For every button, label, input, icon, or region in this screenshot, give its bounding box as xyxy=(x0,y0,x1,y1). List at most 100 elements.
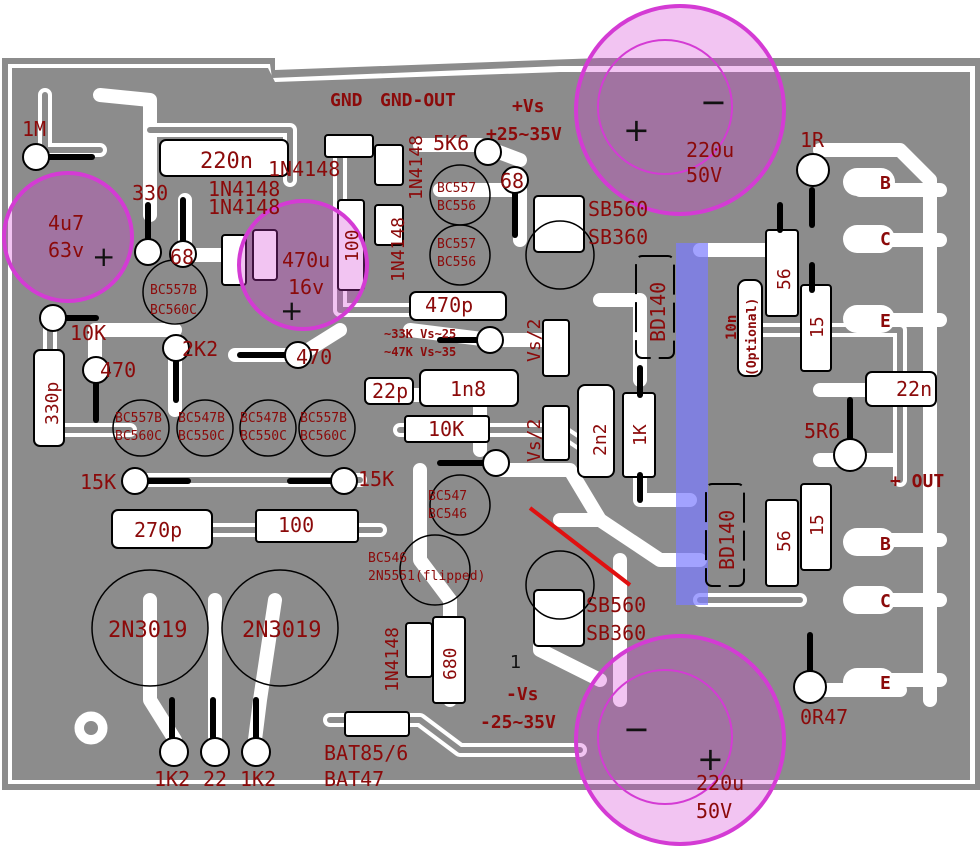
label-q-bc546-c: BC546 xyxy=(428,507,467,522)
label-plus-4u7: + xyxy=(92,240,115,273)
label-r-470-mid: 470 xyxy=(296,345,332,369)
label-plus-bot: + xyxy=(697,740,724,778)
label-q-bc550c-b: BC550C xyxy=(240,429,287,444)
label-vs-half-b: Vs/2 xyxy=(524,419,545,462)
label-r-15k-left: 15K xyxy=(80,470,116,494)
label-r-100-vert: 100 xyxy=(342,229,363,262)
label-minus-top: − xyxy=(700,83,727,121)
label-d-1n4148-e: 1N4148 xyxy=(406,135,427,200)
label-q-2n3019-a: 2N3019 xyxy=(108,618,187,643)
label-r-2k2: 2K2 xyxy=(182,337,218,361)
label-vs-pos-range: +25~35V xyxy=(486,124,562,145)
label-pin-b-top: B xyxy=(880,173,891,194)
label-r-5r6: 5R6 xyxy=(804,419,840,443)
label-gnd-out: GND-OUT xyxy=(380,90,456,111)
jumper-wire xyxy=(528,506,632,587)
label-c-330p: 330p xyxy=(42,382,63,425)
label-c-22n: 22n xyxy=(896,377,932,401)
label-q-bc557b-l: BC557B xyxy=(115,411,162,426)
label-d-sb360-bot: SB360 xyxy=(586,621,646,645)
label-r-1k2-a: 1K2 xyxy=(154,767,190,791)
pads xyxy=(22,138,867,767)
label-d-sb360-top: SB360 xyxy=(588,225,648,249)
label-q-bc556-a: BC556 xyxy=(437,199,476,214)
label-q-bc560c-top: BC560C xyxy=(150,303,197,318)
label-r-5k6: 5K6 xyxy=(433,131,469,155)
label-optional: (Optional) xyxy=(745,298,760,376)
label-q-bd140-bot: BD140 xyxy=(715,510,739,570)
label-r-15k-right: 15K xyxy=(358,467,394,491)
label-c-63v: 63v xyxy=(48,238,84,262)
label-c-16v: 16v xyxy=(288,275,324,299)
label-c-1n8: 1n8 xyxy=(450,377,486,401)
label-q-bc560c-r: BC560C xyxy=(300,429,347,444)
label-c-50v-bot: 50V xyxy=(696,799,732,823)
label-pin-c-bot: C xyxy=(880,591,891,612)
label-q-bc557-b: BC557 xyxy=(437,237,476,252)
label-q-bc556-b: BC556 xyxy=(437,255,476,270)
label-r-0r47: 0R47 xyxy=(800,705,848,729)
label-c-470u: 470u xyxy=(282,248,330,272)
transistor-outlines xyxy=(91,164,595,687)
label-r-33k-note: ~33K Vs~25 xyxy=(384,327,456,341)
label-plus-470u: + xyxy=(280,294,303,327)
component-bodies xyxy=(33,134,937,737)
label-plus-top: + xyxy=(623,111,650,149)
label-c-50v-top: 50V xyxy=(686,163,722,187)
label-r-15-bot: 15 xyxy=(807,514,828,536)
label-d-1n4148-c: 1N4148 xyxy=(268,157,340,181)
label-q-bc547b-a: BC547B xyxy=(178,411,225,426)
label-q-bd140-top: BD140 xyxy=(646,282,670,342)
label-pin-c-top: C xyxy=(880,229,891,250)
label-d-1n4148-b: 1N4148 xyxy=(208,195,280,219)
label-q-bc547-c: BC547 xyxy=(428,489,467,504)
label-r-1r: 1R xyxy=(800,128,825,152)
label-r-15-top: 15 xyxy=(807,316,828,338)
label-out: + OUT xyxy=(890,471,944,492)
label-d-1n4148-f: 1N4148 xyxy=(382,627,403,692)
label-r-22: 22 xyxy=(203,767,227,791)
label-r-680: 680 xyxy=(440,647,461,680)
label-vs-neg-range: -25~35V xyxy=(480,712,556,733)
label-r-1k: 1K xyxy=(630,424,651,446)
label-r-56-bot: 56 xyxy=(774,530,795,552)
label-vs-pos: +Vs xyxy=(512,96,545,117)
label-c-4u7: 4u7 xyxy=(48,211,84,235)
label-r-47k-note: ~47K Vs~35 xyxy=(384,345,456,359)
bd140-outlines xyxy=(635,255,745,587)
mounting-hole xyxy=(71,708,111,748)
label-c-2n2: 2n2 xyxy=(590,423,611,456)
label-pin-b-bot: B xyxy=(880,534,891,555)
label-c-10n: 10n xyxy=(724,315,740,340)
label-r-470-left: 470 xyxy=(100,358,136,382)
output-pads xyxy=(843,168,895,696)
label-c-270p: 270p xyxy=(134,518,182,542)
label-gnd: GND xyxy=(330,90,363,111)
label-r-10k-mid: 10K xyxy=(428,417,464,441)
label-c-220u-bot: 220u xyxy=(696,771,744,795)
label-q-2n5551: 2N5551(flipped) xyxy=(368,569,485,584)
label-q-2n3019-b: 2N3019 xyxy=(242,618,321,643)
label-r-56-top: 56 xyxy=(774,268,795,290)
label-r-68-left: 68 xyxy=(170,245,194,269)
heatsink-bar xyxy=(676,243,708,605)
label-c-470p: 470p xyxy=(425,293,473,317)
label-d-1n4148-d: 1N4148 xyxy=(388,217,409,282)
label-c-22p: 22p xyxy=(372,379,408,403)
label-pin-1: 1 xyxy=(510,652,521,673)
label-r-1m: 1M xyxy=(22,117,46,141)
label-q-bc557-a: BC557 xyxy=(437,181,476,196)
label-r-1k2-b: 1K2 xyxy=(240,767,276,791)
component-labels: 1M 4u7 63v + 10K 330p 470 330 68 BC557B … xyxy=(22,83,944,823)
label-c-220u-top: 220u xyxy=(686,138,734,162)
label-r-330: 330 xyxy=(132,181,168,205)
label-q-bc557b-top: BC557B xyxy=(150,283,197,298)
label-r-100-horiz: 100 xyxy=(278,513,314,537)
label-r-10k-left: 10K xyxy=(70,321,106,345)
label-d-sb560-top: SB560 xyxy=(588,197,648,221)
label-minus-bot: − xyxy=(623,710,650,748)
label-pin-e-bot: E xyxy=(880,673,891,694)
label-d-bat47: BAT47 xyxy=(324,767,384,791)
label-c-220n: 220n xyxy=(200,149,253,174)
